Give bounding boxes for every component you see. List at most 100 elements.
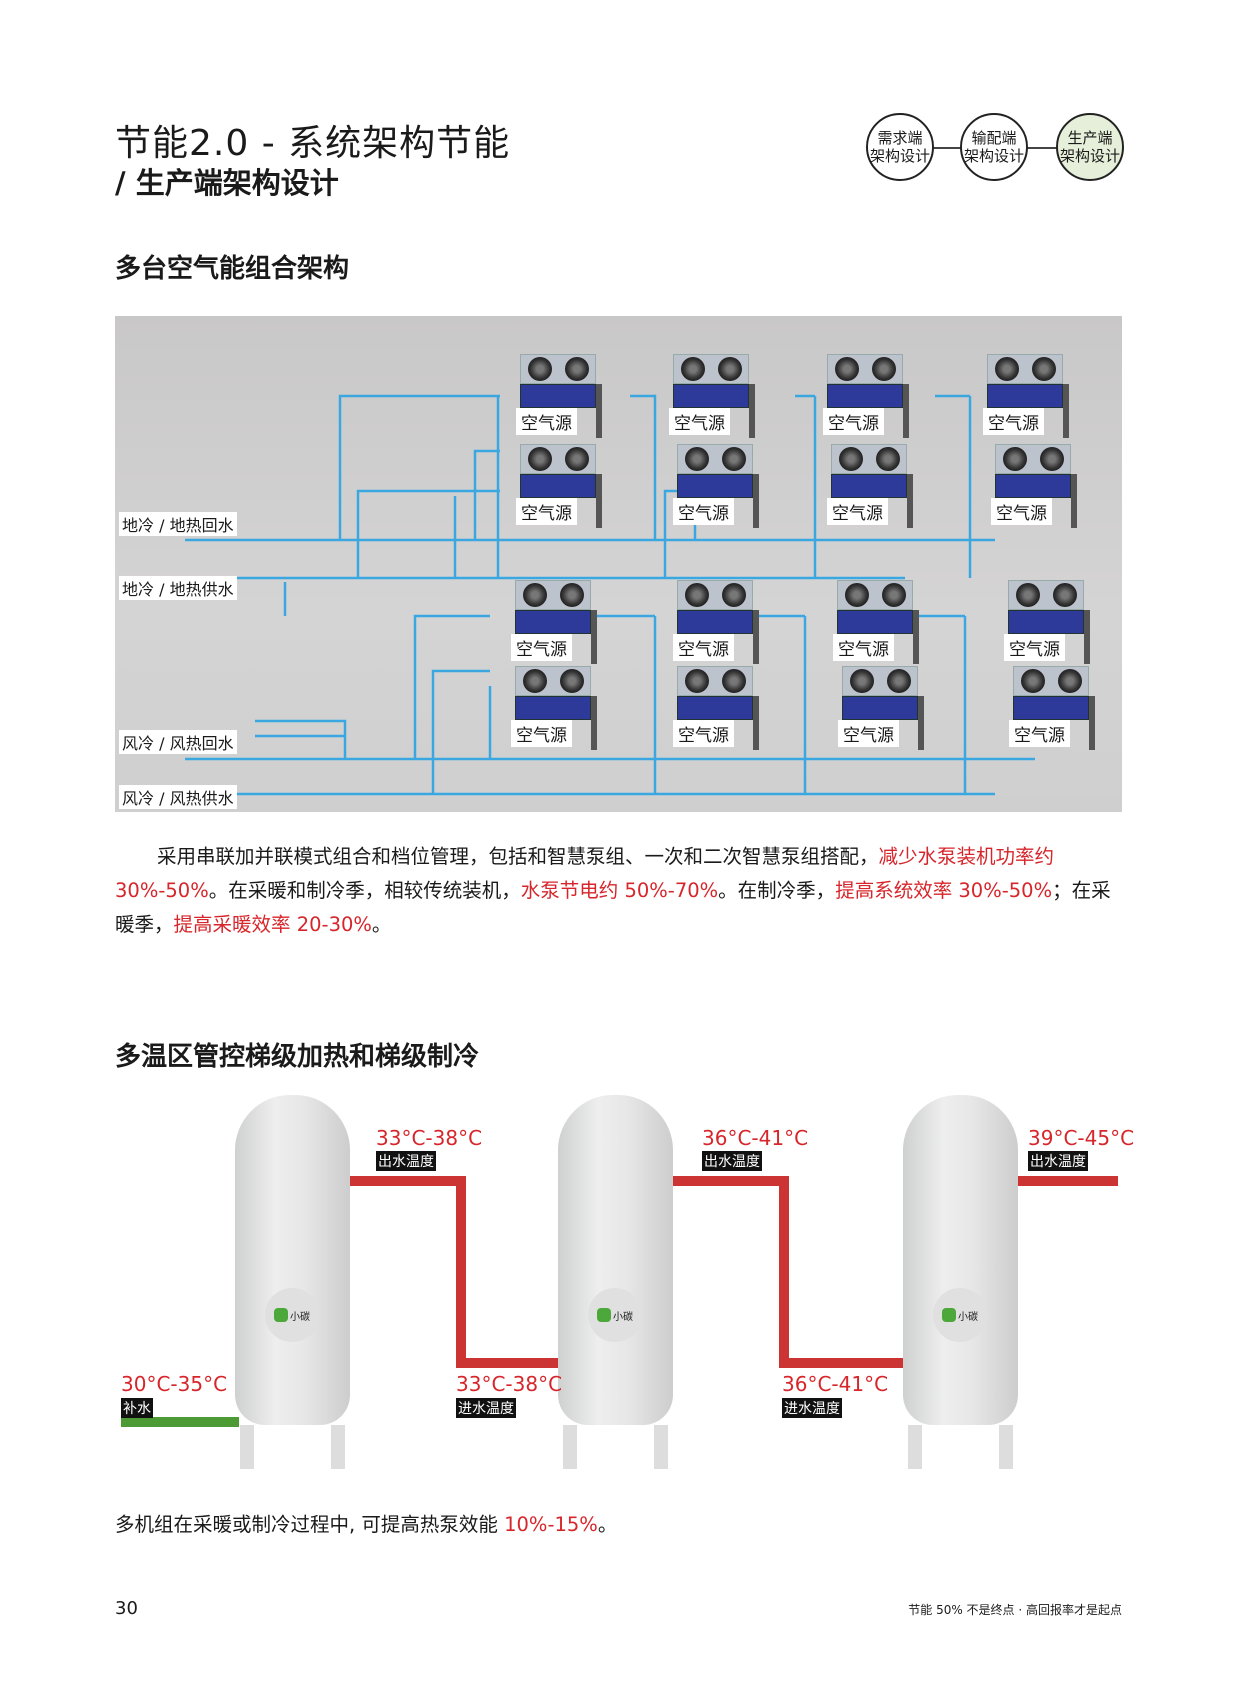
nav-label: 输配端 [971, 129, 1017, 147]
fan-housing [1008, 580, 1084, 610]
unit-side [918, 696, 924, 750]
unit-panel [1013, 696, 1089, 720]
fan-housing [987, 354, 1063, 384]
unit-label: 空气源 [511, 720, 572, 747]
highlight: 提高采暖效率 20-30% [173, 913, 372, 936]
fan-icon [721, 583, 746, 607]
unit-panel [1008, 610, 1084, 634]
fan-housing [842, 666, 918, 696]
hot-pipe [779, 1176, 789, 1368]
air-source-unit: 空气源 [833, 580, 919, 664]
air-source-unit: 空气源 [516, 444, 602, 528]
air-source-unit: 空气源 [823, 354, 909, 438]
unit-label: 空气源 [838, 720, 899, 747]
fan-icon [886, 669, 911, 693]
unit-side [596, 474, 602, 528]
air-source-unit: 空气源 [673, 444, 759, 528]
unit-panel [827, 384, 903, 408]
unit-label: 空气源 [516, 498, 577, 525]
fan-icon [834, 357, 859, 381]
unit-side [591, 610, 597, 664]
page-title: 节能2.0 - 系统架构节能 [115, 123, 511, 164]
unit-label: 空气源 [511, 634, 572, 661]
inlet-temp: 30°C-35°C [121, 1372, 228, 1396]
fan-icon [564, 447, 589, 471]
fan-housing [673, 354, 749, 384]
hot-pipe [350, 1176, 466, 1186]
unit-panel [520, 474, 596, 498]
fan-icon [1057, 669, 1082, 693]
text: 。在采暖和制冷季，相较传统装机， [208, 879, 521, 902]
unit-label: 空气源 [673, 720, 734, 747]
fan-housing [1013, 666, 1089, 696]
tank-leg [999, 1425, 1013, 1469]
unit-panel [673, 384, 749, 408]
unit-label: 空气源 [1009, 720, 1070, 747]
unit-label: 空气源 [1004, 634, 1065, 661]
air-source-unit: 空气源 [827, 444, 913, 528]
fan-housing [837, 580, 913, 610]
unit-label: 空气源 [983, 408, 1044, 435]
page-number: 30 [115, 1598, 138, 1619]
unit-panel [837, 610, 913, 634]
nav-label: 架构设计 [869, 147, 930, 165]
unit-side [753, 474, 759, 528]
summary-text: 多机组在采暖或制冷过程中, 可提高热泵效能 10%-15%。 [115, 1508, 617, 1537]
unit-side [596, 384, 602, 438]
air-source-unit: 空气源 [673, 580, 759, 664]
hot-pipe [456, 1358, 560, 1368]
fan-icon [994, 357, 1019, 381]
fan-icon [1002, 447, 1027, 471]
fan-icon [684, 669, 709, 693]
air-source-unit: 空气源 [511, 666, 597, 750]
unit-side [1071, 474, 1077, 528]
fan-icon [559, 669, 584, 693]
fan-icon [717, 357, 742, 381]
fan-housing [995, 444, 1071, 474]
tank2-out-temp: 36°C-41°C [702, 1126, 809, 1150]
unit-label: 空气源 [827, 498, 888, 525]
unit-side [1089, 696, 1095, 750]
unit-side [753, 696, 759, 750]
text: 。在制冷季， [718, 879, 836, 902]
unit-panel [995, 474, 1071, 498]
logo-text: 小碳 [958, 1311, 978, 1323]
unit-panel [831, 474, 907, 498]
fan-icon [844, 583, 869, 607]
inlet-label: 补水 [121, 1398, 153, 1418]
pipe-label-floor-return: 地冷 / 地热回水 [119, 512, 237, 536]
unit-label: 空气源 [669, 408, 730, 435]
unit-side [913, 610, 919, 664]
fan-icon [1039, 447, 1064, 471]
inlet-pipe-green [121, 1417, 239, 1427]
fan-icon [522, 583, 547, 607]
unit-panel [677, 610, 753, 634]
unit-side [903, 384, 909, 438]
unit-panel [987, 384, 1063, 408]
unit-panel [515, 696, 591, 720]
logo-text: 小碳 [290, 1311, 310, 1323]
nav-label: 架构设计 [963, 147, 1024, 165]
fan-icon [559, 583, 584, 607]
fan-icon [527, 357, 552, 381]
fan-housing [520, 354, 596, 384]
hot-pipe [1016, 1176, 1118, 1186]
fan-icon [721, 669, 746, 693]
unit-panel [677, 696, 753, 720]
nav-distribution-side: 输配端架构设计 [960, 113, 1028, 181]
text: ；在采暖季， [115, 879, 1111, 936]
brand-logo: 小碳 [265, 1288, 319, 1342]
unit-side [591, 696, 597, 750]
text: 。 [597, 1513, 618, 1536]
nav-label: 需求端 [877, 129, 923, 147]
highlight: 提高系统效率 30%-50% [835, 879, 1053, 902]
footer-slogan: 节能 50% 不是终点 · 高回报率才是起点 [908, 1603, 1122, 1617]
unit-side [749, 384, 755, 438]
fan-housing [677, 580, 753, 610]
tank3-out-temp: 39°C-45°C [1028, 1126, 1135, 1150]
pipe-label-floor-supply: 地冷 / 地热供水 [119, 576, 237, 600]
unit-label: 空气源 [991, 498, 1052, 525]
fan-icon [1020, 669, 1045, 693]
tank2-out-label: 出水温度 [702, 1151, 762, 1171]
highlight: 10%-15% [504, 1513, 598, 1536]
